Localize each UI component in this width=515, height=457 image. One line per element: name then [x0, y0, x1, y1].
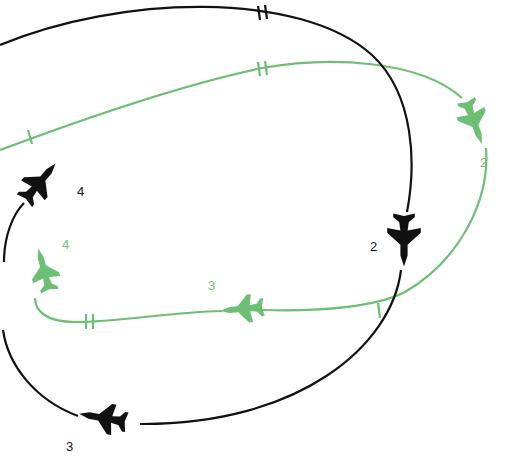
callout-number: 2 — [370, 240, 377, 254]
callout-number: 3 — [66, 440, 73, 454]
green-flight-path — [0, 61, 486, 329]
callout-number: 4 — [62, 238, 69, 252]
black-flight-path — [0, 5, 412, 424]
black-aircraft — [13, 154, 421, 438]
callout-number: 2 — [480, 156, 487, 170]
callout-number: 4 — [77, 185, 84, 199]
callout-number: 3 — [208, 279, 215, 293]
green-aircraft — [25, 95, 496, 325]
